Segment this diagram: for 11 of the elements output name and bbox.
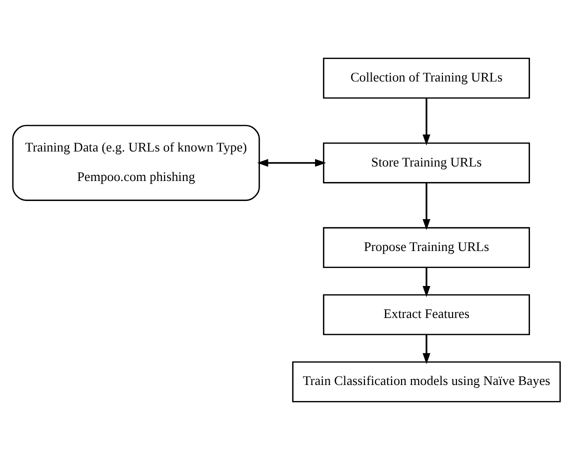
node-box: Train Classification models using Naïve Bayes bbox=[292, 360, 561, 402]
arrow bbox=[422, 267, 430, 297]
node-box: Store Training URLs bbox=[322, 142, 530, 183]
arrow bbox=[422, 182, 430, 230]
node-box: Training Data (e.g. URLs of known Type) Pempoo.com phishing bbox=[12, 124, 260, 200]
node-box: Propose Training URLs bbox=[322, 226, 530, 268]
arrow bbox=[422, 98, 430, 145]
node-box: Extract Features bbox=[322, 294, 530, 335]
arrow bbox=[257, 158, 326, 166]
node-box: Collection of Training URLs bbox=[322, 57, 530, 98]
arrow bbox=[422, 334, 430, 364]
